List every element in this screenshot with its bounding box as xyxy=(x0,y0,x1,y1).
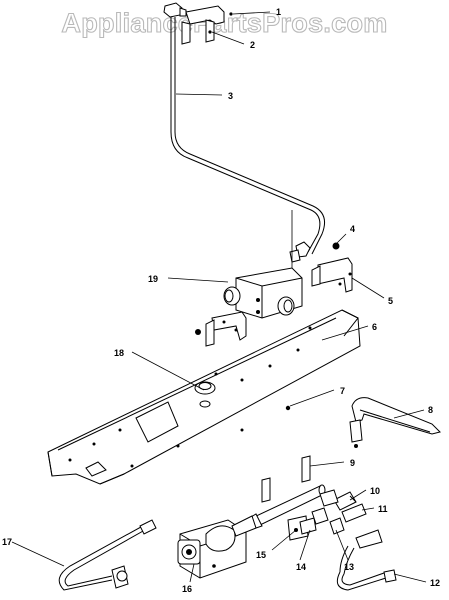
lower-bracket-part[interactable] xyxy=(195,311,247,347)
valve-bracket-part[interactable] xyxy=(311,242,353,293)
leader-lines xyxy=(11,11,427,583)
callout-16: 16 xyxy=(182,584,192,594)
manifold-bracket-part[interactable] xyxy=(261,455,311,503)
callout-2: 2 xyxy=(250,40,255,50)
callout-4: 4 xyxy=(350,224,355,234)
callout-15: 15 xyxy=(256,550,266,560)
fitting-group-part[interactable] xyxy=(287,507,345,541)
burner-port-part[interactable] xyxy=(194,381,216,408)
callout-11: 11 xyxy=(378,504,388,514)
callout-1: 1 xyxy=(276,7,281,17)
burner-tray-part[interactable] xyxy=(47,309,361,485)
control-valve-part[interactable] xyxy=(177,515,257,579)
tube-fitting-part[interactable] xyxy=(336,529,397,591)
top-fitting-part[interactable] xyxy=(163,2,233,45)
regulator-block-part[interactable] xyxy=(223,267,303,319)
callout-17: 17 xyxy=(2,537,12,547)
igniter-part[interactable] xyxy=(349,397,441,448)
screw-part[interactable] xyxy=(285,405,291,411)
pilot-tube-part[interactable] xyxy=(58,519,157,591)
callout-12: 12 xyxy=(430,578,440,588)
callout-18: 18 xyxy=(114,348,124,358)
callout-5: 5 xyxy=(388,296,393,306)
callout-6: 6 xyxy=(372,322,377,332)
callout-labels: 1 2 3 4 5 6 7 8 9 10 11 12 13 14 15 16 1… xyxy=(2,7,440,594)
callout-13: 13 xyxy=(344,562,354,572)
callout-8: 8 xyxy=(428,405,433,415)
callout-9: 9 xyxy=(350,458,355,468)
callout-3: 3 xyxy=(228,91,233,101)
callout-19: 19 xyxy=(148,274,158,284)
callout-7: 7 xyxy=(340,386,345,396)
callout-14: 14 xyxy=(296,562,306,572)
orifice-fitting-part[interactable] xyxy=(319,489,367,523)
gas-tube-part[interactable] xyxy=(170,17,325,263)
callout-10: 10 xyxy=(370,486,380,496)
